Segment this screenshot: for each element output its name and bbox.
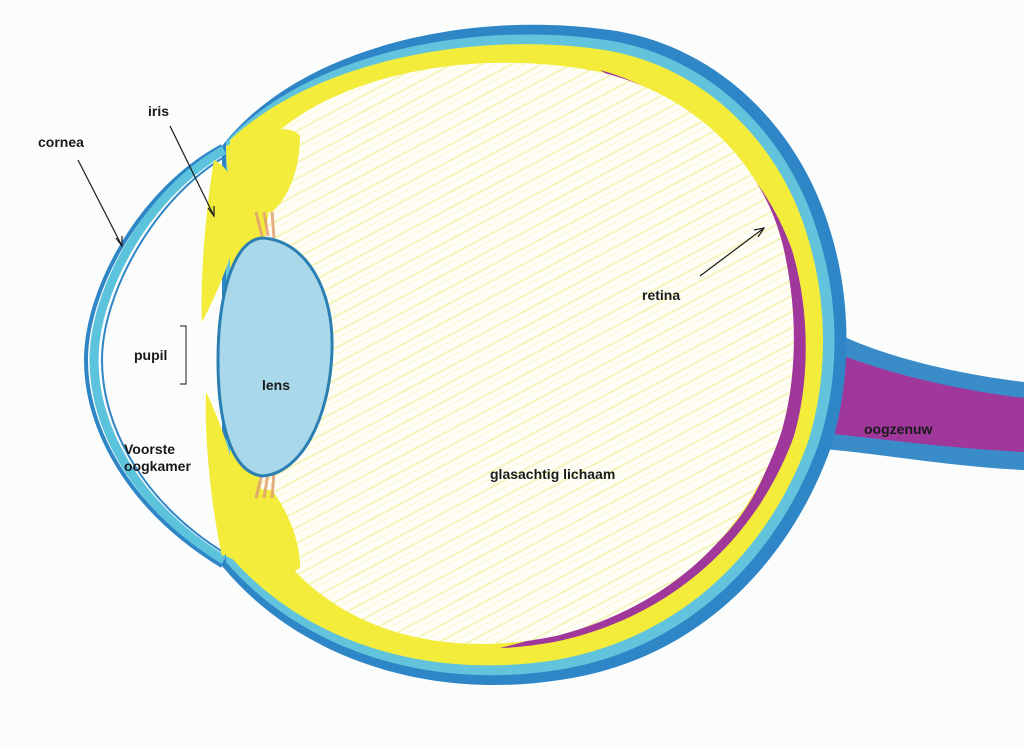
label-cornea: cornea [38, 134, 84, 150]
label-pupil: pupil [134, 347, 168, 363]
iris-arrow [169, 125, 215, 217]
vitreous-shading [254, 62, 794, 644]
iris-arrowhead [207, 206, 215, 218]
pupil-bracket [180, 325, 187, 385]
label-lens: lens [262, 377, 291, 393]
label-voorste-line1: Voorste [124, 441, 176, 457]
retina-arrow [699, 227, 765, 277]
iris-upper [201, 160, 240, 322]
label-retina: retina [642, 287, 681, 303]
ciliary-fibers-upper [254, 211, 276, 239]
label-iris: iris [148, 103, 170, 119]
label-glasachtig-lichaam: glasachtig lichaam [490, 466, 616, 482]
cornea [89, 146, 227, 564]
ciliary-body-lower [226, 488, 300, 574]
iris-lower [205, 392, 241, 556]
lens [216, 236, 334, 478]
ciliary-body-upper [226, 129, 300, 214]
annotation-arrows [77, 125, 766, 277]
label-oogzenuw: oogzenuw [864, 421, 933, 437]
ciliary-fibers-lower [254, 471, 276, 499]
cornea-arrowhead [115, 236, 123, 248]
label-voorste-line2: oogkamer [124, 458, 191, 474]
cornea-inner-edge [100, 155, 227, 555]
cornea-arrow [77, 159, 123, 247]
cornea-outer [83, 144, 224, 568]
optic-nerve [796, 338, 1024, 452]
retina-arrowhead [753, 227, 766, 238]
